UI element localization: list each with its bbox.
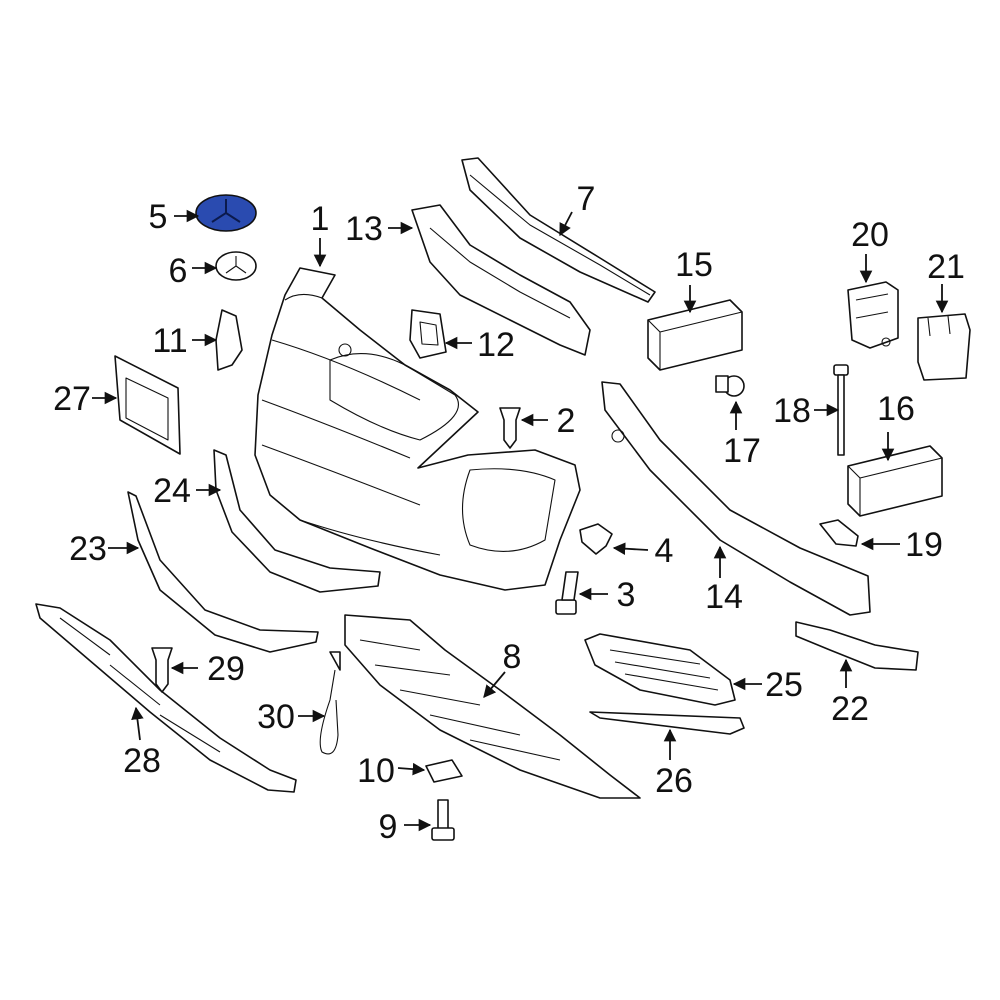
part-27-license-bracket[interactable] (114, 355, 181, 455)
leader-lines (92, 209, 949, 832)
callout-3: 3 (617, 576, 636, 614)
callout-29: 29 (207, 650, 245, 688)
callout-26: 26 (655, 762, 693, 800)
part-7-absorber[interactable] (461, 157, 656, 303)
callout-30: 30 (257, 698, 295, 736)
callout-28: 28 (123, 742, 161, 780)
part-12-guide-bracket[interactable] (409, 309, 447, 359)
callout-14: 14 (705, 578, 743, 616)
callout-22: 22 (831, 690, 869, 728)
part-9-bolt[interactable] (431, 799, 455, 841)
part-14-reinforcement-bar[interactable] (601, 381, 871, 616)
part-22-lower-support[interactable] (795, 621, 919, 671)
callout-20: 20 (851, 216, 889, 254)
part-17-screw[interactable] (715, 375, 745, 397)
part-16-mount-bracket[interactable] (847, 445, 943, 517)
callout-11: 11 (152, 322, 187, 360)
callout-25: 25 (765, 666, 803, 704)
callout-24: 24 (153, 472, 191, 510)
callout-12: 12 (477, 326, 515, 364)
part-19-plate[interactable] (819, 519, 859, 547)
callout-5: 5 (149, 198, 168, 236)
callout-9: 9 (379, 808, 398, 846)
part-23-lower-strip[interactable] (127, 491, 319, 653)
part-1-bumper-cover[interactable] (254, 267, 581, 591)
callout-18: 18 (773, 392, 811, 430)
part-11-side-bracket[interactable] (215, 309, 243, 371)
part-4-bracket[interactable] (579, 523, 613, 555)
part-6-emblem-base[interactable] (215, 251, 257, 281)
part-25-fog-grille[interactable] (584, 633, 736, 706)
part-5-emblem[interactable] (195, 194, 257, 232)
part-15-mount-bracket[interactable] (647, 299, 743, 371)
callout-labels: 1 2 3 4 5 6 7 8 9 10 11 12 13 14 15 16 1… (53, 180, 965, 846)
callout-23: 23 (69, 530, 107, 568)
callout-21: 21 (927, 248, 965, 286)
callout-8: 8 (503, 638, 522, 676)
callout-6: 6 (169, 252, 188, 290)
callout-2: 2 (557, 402, 576, 440)
part-10-clip[interactable] (425, 759, 463, 783)
part-21-sensor-housing[interactable] (917, 313, 971, 381)
part-29-push-clip[interactable] (151, 647, 173, 693)
callout-19: 19 (905, 526, 943, 564)
part-13-energy-absorber[interactable] (411, 204, 591, 356)
part-18-long-bolt[interactable] (833, 364, 849, 456)
callout-16: 16 (877, 390, 915, 428)
callout-10: 10 (357, 752, 395, 790)
part-24-grille-frame[interactable] (213, 449, 381, 593)
part-28-lower-spoiler[interactable] (35, 603, 297, 793)
callout-13: 13 (345, 210, 383, 248)
part-26-trim-strip[interactable] (589, 711, 745, 735)
part-30-wire-harness[interactable] (319, 651, 341, 755)
part-8-lower-shield[interactable] (344, 614, 641, 799)
part-3-bolt[interactable] (555, 571, 579, 615)
part-2-push-clip[interactable] (499, 407, 521, 449)
callout-17: 17 (723, 432, 761, 470)
callout-1: 1 (311, 200, 330, 238)
callout-4: 4 (655, 532, 674, 570)
callout-7: 7 (577, 180, 596, 218)
callout-15: 15 (675, 246, 713, 284)
callout-27: 27 (53, 380, 91, 418)
part-20-latch-bracket[interactable] (847, 281, 899, 349)
